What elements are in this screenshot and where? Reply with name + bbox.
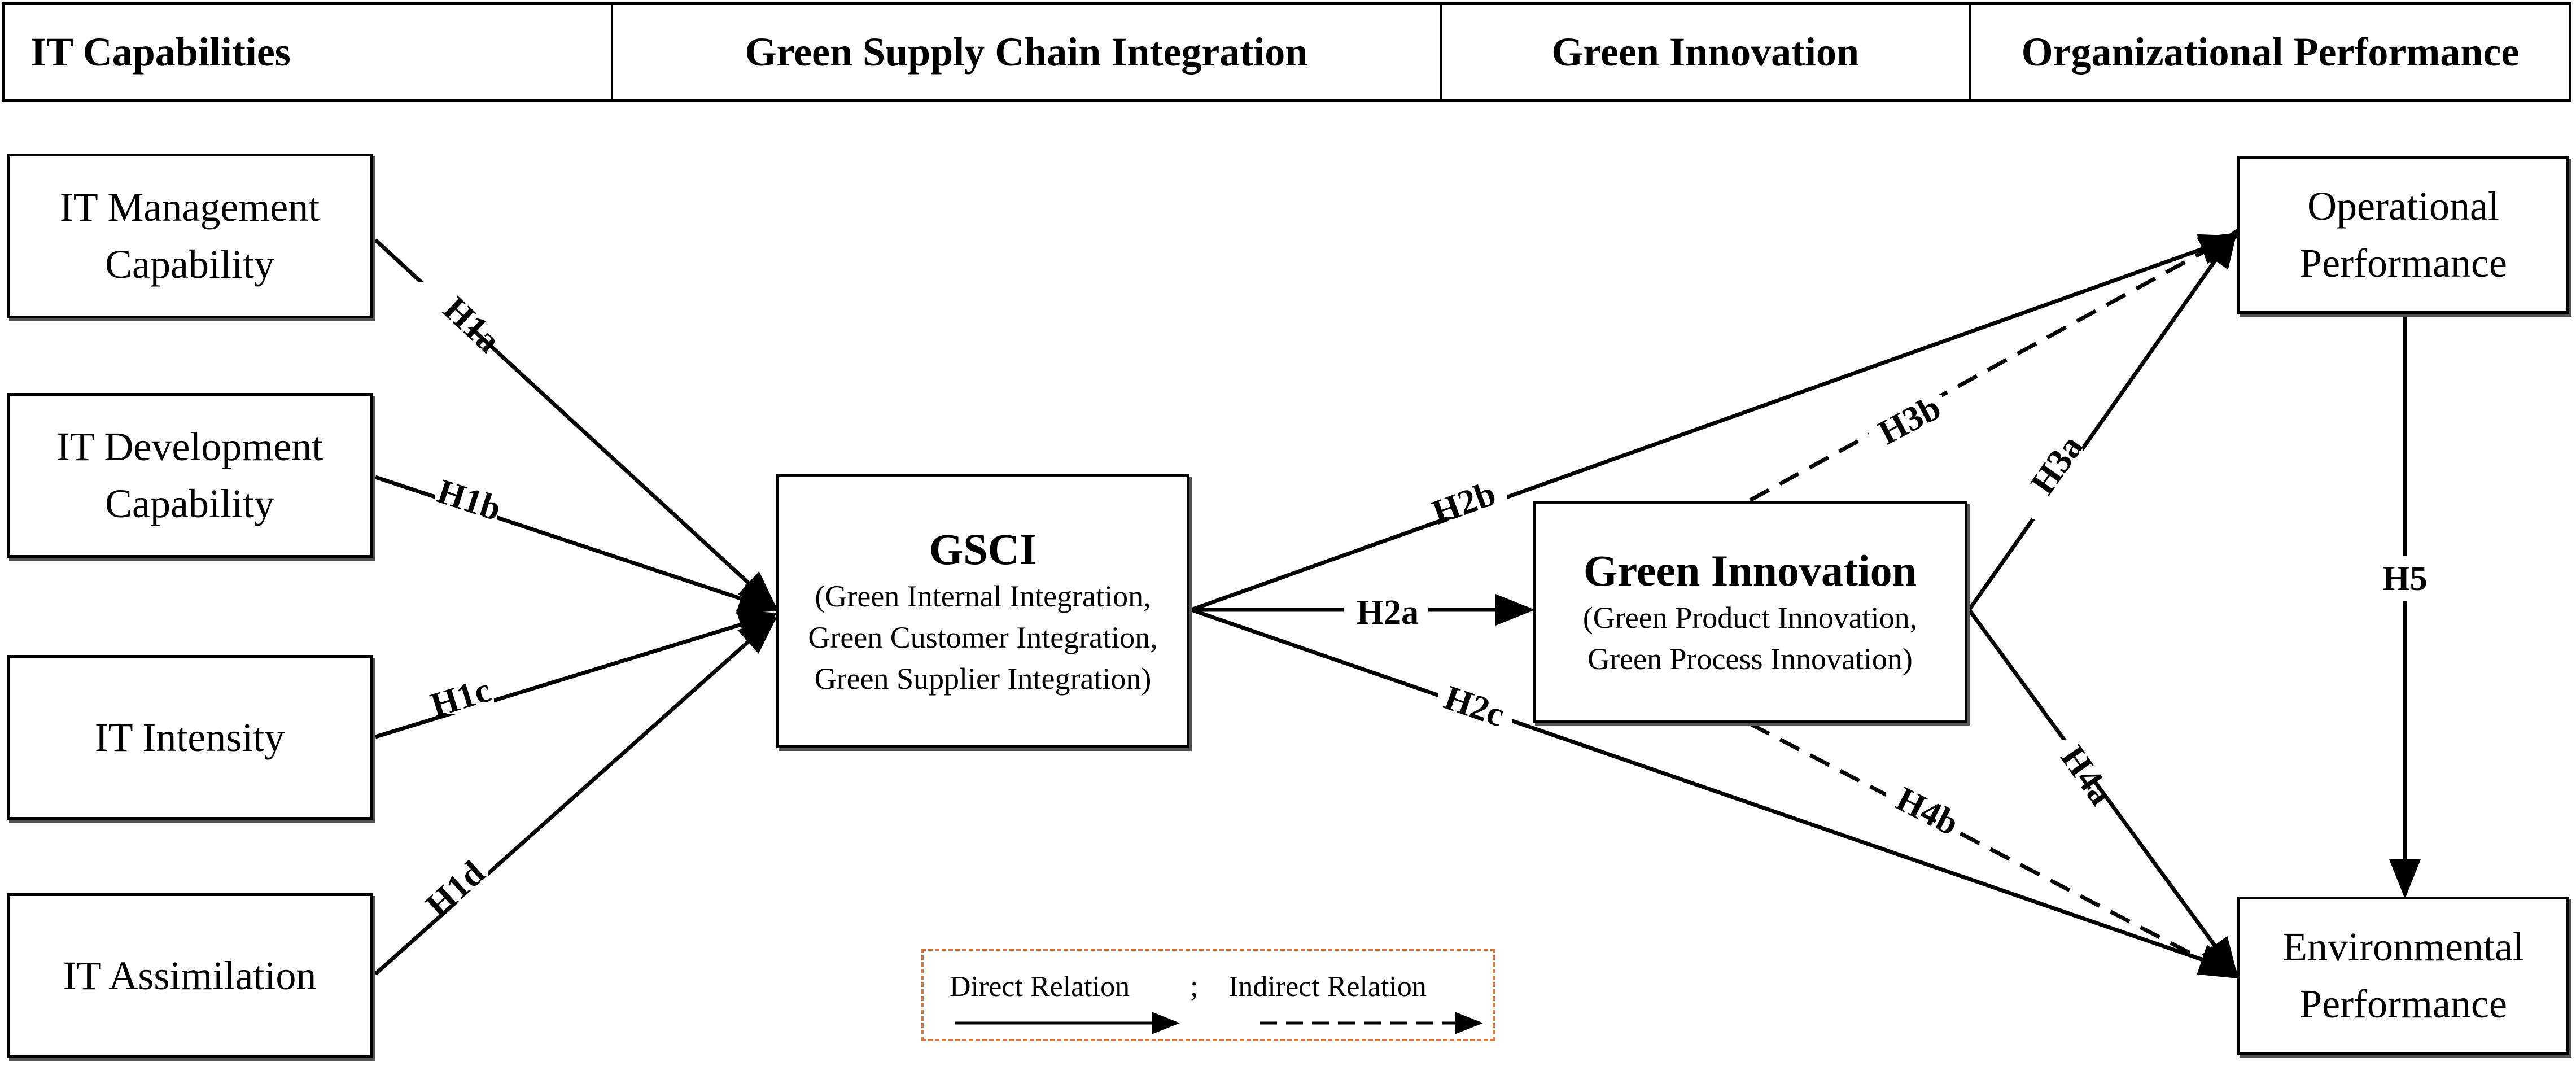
label-h5: H5 — [2382, 560, 2427, 598]
box-it-management: IT Management Capability — [7, 154, 373, 318]
box-operational-line1: Operational — [2307, 184, 2499, 229]
box-gsci-line1: (Green Internal Integration, — [815, 579, 1151, 613]
box-gsci-line3: Green Supplier Integration) — [814, 661, 1152, 696]
header-green-innovation: Green Innovation — [1442, 5, 1971, 99]
header-it-capabilities: IT Capabilities — [5, 5, 614, 99]
arrow-h4a — [1967, 608, 2238, 977]
box-operational-line2: Performance — [2299, 241, 2507, 286]
box-it-development-line1: IT Development — [56, 424, 323, 470]
box-environmental-performance: Environmental Performance — [2237, 897, 2569, 1055]
box-it-assimilation: IT Assimilation — [7, 893, 373, 1058]
legend-box: Direct Relation ; Indirect Relation — [921, 949, 1495, 1041]
box-it-management-line1: IT Management — [59, 185, 320, 230]
box-green-innovation-title: Green Innovation — [1583, 546, 1917, 596]
header-gsci: Green Supply Chain Integration — [613, 5, 1442, 99]
box-gsci-line2: Green Customer Integration, — [808, 620, 1158, 654]
box-it-development: IT Development Capability — [7, 393, 373, 558]
box-environmental-line1: Environmental — [2282, 924, 2524, 970]
box-green-innovation: Green Innovation (Green Product Innovati… — [1533, 501, 1967, 723]
arrow-h3a — [1967, 228, 2238, 611]
box-green-innovation-line2: Green Process Innovation) — [1587, 641, 1913, 676]
box-green-innovation-line1: (Green Product Innovation, — [1582, 600, 1918, 635]
legend-separator: ; — [1190, 971, 1199, 1003]
label-h2a: H2a — [1357, 593, 1419, 632]
box-gsci: GSCI (Green Internal Integration, Green … — [776, 474, 1189, 748]
box-it-development-line2: Capability — [105, 481, 274, 526]
arrow-h1c — [374, 609, 779, 739]
arrow-h1d — [374, 615, 778, 976]
box-environmental-line2: Performance — [2299, 981, 2507, 1026]
box-it-intensity: IT Intensity — [7, 655, 373, 820]
box-it-management-line2: Capability — [105, 242, 274, 287]
legend-direct-label: Direct Relation — [950, 971, 1130, 1003]
arrow-h4b — [1749, 722, 2240, 979]
arrow-h2c — [1190, 608, 2240, 975]
legend-indirect-label: Indirect Relation — [1228, 971, 1427, 1003]
box-operational-performance: Operational Performance — [2237, 156, 2569, 314]
box-it-assimilation-label: IT Assimilation — [63, 953, 317, 998]
header-bar: IT Capabilities Green Supply Chain Integ… — [2, 2, 2571, 102]
arrow-h2b — [1190, 234, 2240, 612]
box-it-intensity-label: IT Intensity — [94, 714, 285, 760]
header-organizational-performance: Organizational Performance — [2021, 29, 2520, 75]
arrow-h3b — [1749, 232, 2240, 503]
box-gsci-title: GSCI — [929, 525, 1037, 574]
